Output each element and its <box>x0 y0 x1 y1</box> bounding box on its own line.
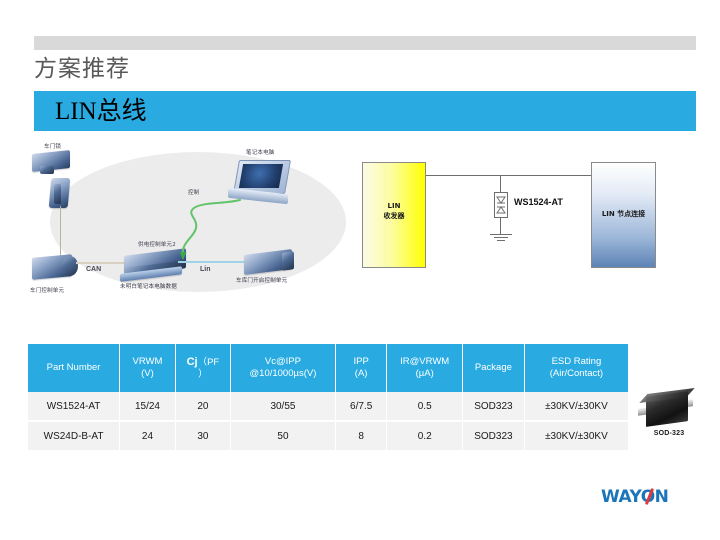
column-header-vc-line1: Vc@IPP <box>264 356 301 367</box>
door-lock-wire <box>60 206 61 258</box>
column-header-cj-symbol: Cj <box>186 355 198 368</box>
column-header-part-number: Part Number <box>28 344 121 392</box>
column-header-ipp-line1: IPP <box>353 356 369 367</box>
column-header-esd: ESD Rating (Air/Contact) <box>524 344 628 392</box>
cell-package: SOD323 <box>462 421 525 450</box>
wayon-logo: WAYON <box>601 487 673 509</box>
cell-part-number: WS24D-B-AT <box>28 421 121 450</box>
lin-bus-wire <box>178 261 246 263</box>
lin-transceiver-label-line2: 收发器 <box>383 212 405 220</box>
schematic-tvs-stub-top <box>500 175 501 193</box>
lin-transceiver-label-line1: LIN <box>387 202 401 210</box>
garage-door-unit-side <box>282 251 294 271</box>
illustration-label-lin: Lin <box>200 266 211 273</box>
cell-ipp: 8 <box>335 421 388 450</box>
illustration-label-power-control-unit-2: 供电控制单元2 <box>138 242 176 248</box>
parameter-table: Part Number VRWM (V) Cj（PF ） Vc@IPP @10/… <box>28 344 628 450</box>
column-header-ir-line1: IR@VRWM <box>400 356 450 367</box>
table-row: WS1524-AT 15/24 20 30/55 6/7.5 0.5 SOD32… <box>28 392 628 422</box>
illustration-label-door-control-unit: 车门控制单元 <box>30 288 65 294</box>
cell-esd: ±30KV/±30KV <box>524 421 628 450</box>
column-header-ipp: IPP (A) <box>335 344 388 392</box>
control-cable <box>179 199 241 260</box>
tvs-device-label: WS1524-AT <box>514 197 563 207</box>
can-bus-wire <box>76 262 124 264</box>
wayon-logo-text: WAYON <box>601 487 669 507</box>
ground-bar-1 <box>490 234 512 235</box>
column-header-vrwm: VRWM (V) <box>119 344 176 392</box>
illustration-label-control: 控制 <box>188 190 200 196</box>
table-header-row: Part Number VRWM (V) Cj（PF ） Vc@IPP @10/… <box>28 344 628 392</box>
column-header-ipp-line2: (A) <box>354 368 368 379</box>
schematic-tvs-stub-bottom <box>500 218 501 234</box>
cell-part-number: WS1524-AT <box>28 392 121 422</box>
page-title: 方案推荐 <box>34 56 130 82</box>
cell-ipp: 6/7.5 <box>335 392 388 422</box>
cell-vc-ipp: 30/55 <box>230 392 336 422</box>
lin-node-label: LIN 节点连接 <box>601 210 646 218</box>
section-banner <box>34 91 696 131</box>
lin-transceiver-label: LIN 收发器 <box>363 201 425 221</box>
cell-vrwm: 24 <box>119 421 176 450</box>
door-lock-device-detail <box>40 166 54 174</box>
column-header-package: Package <box>462 344 525 392</box>
column-header-esd-line2: (Air/Contact) <box>549 368 604 379</box>
column-header-ir-vrwm: IR@VRWM (µA) <box>386 344 463 392</box>
column-header-vrwm-line2: (V) <box>141 368 154 379</box>
column-header-vc-ipp: Vc@IPP @10/1000µs(V) <box>230 344 336 392</box>
ground-bar-2 <box>494 237 508 238</box>
laptop-screen <box>238 164 284 188</box>
column-header-vc-line2: @10/1000µs(V) <box>249 368 317 379</box>
cell-vc-ipp: 50 <box>230 421 336 450</box>
cell-cj: 20 <box>175 392 232 422</box>
column-header-cj-line2: ） <box>198 368 208 380</box>
column-header-cj-line1: Cj（PF <box>178 356 228 369</box>
door-control-unit-motor <box>62 256 78 276</box>
illustration-label-laptop: 笔记本电脑 <box>246 150 275 156</box>
cell-cj: 30 <box>175 421 232 450</box>
schematic-signal-line <box>426 175 592 176</box>
column-header-cj: Cj（PF ） <box>175 344 232 392</box>
illustration-label-garage-door-control-unit: 车库门开启控制单元 <box>236 278 288 284</box>
column-header-vrwm-line1: VRWM <box>132 356 163 367</box>
package-caption: SOD-323 <box>653 430 685 437</box>
column-header-esd-line1: ESD Rating <box>551 356 602 367</box>
illustration-backdrop-ellipse <box>50 152 346 292</box>
lin-node-block: LIN 节点连接 <box>591 162 656 268</box>
automotive-network-illustration: 车门锁 车门控制单元 CAN 供电控制单元2 未明白笔记本电脑数据 笔记本电脑 … <box>28 140 358 310</box>
cell-vrwm: 15/24 <box>119 392 176 422</box>
cell-package: SOD323 <box>462 392 525 422</box>
ground-bar-3 <box>497 240 505 241</box>
cell-ir-vrwm: 0.2 <box>386 421 463 450</box>
column-header-cj-unit: （PF <box>197 356 220 368</box>
header-gray-bar <box>34 36 696 50</box>
cell-esd: ±30KV/±30KV <box>524 392 628 422</box>
lin-transceiver-block: LIN 收发器 <box>362 162 426 268</box>
cell-ir-vrwm: 0.5 <box>386 392 463 422</box>
package-photo: SOD-323 <box>638 388 700 446</box>
tvs-diode-symbol <box>494 192 508 218</box>
door-lock-actuator-detail <box>54 184 61 204</box>
illustration-label-laptop-data: 未明白笔记本电脑数据 <box>120 284 178 290</box>
section-banner-title: LIN总线 <box>55 98 147 125</box>
column-header-ir-line2: (µA) <box>415 368 434 379</box>
illustration-label-door-lock: 车门锁 <box>44 144 62 150</box>
illustration-label-can: CAN <box>86 266 102 273</box>
lin-protection-schematic: LIN 收发器 WS1524-AT LIN 节点连接 <box>356 160 686 275</box>
table-row: WS24D-B-AT 24 30 50 8 0.2 SOD323 ±30KV/±… <box>28 421 628 450</box>
